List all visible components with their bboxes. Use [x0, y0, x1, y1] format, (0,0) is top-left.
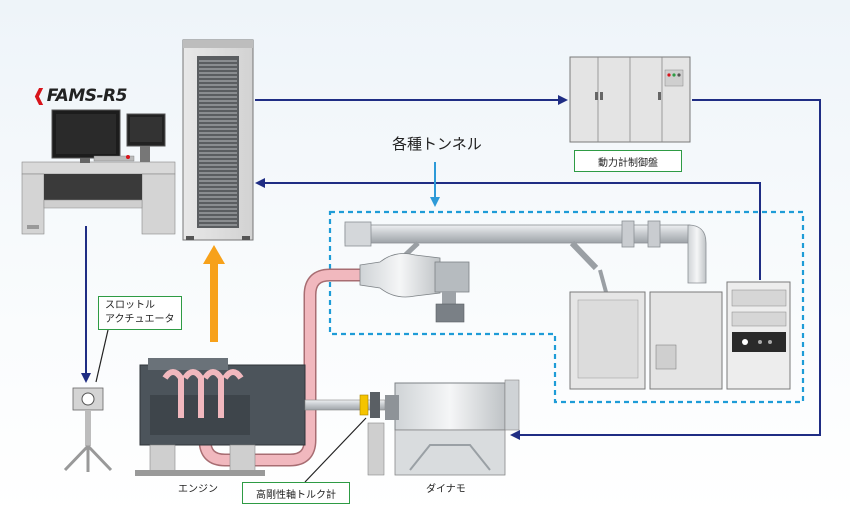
rack-slat [199, 156, 237, 158]
exhaust-tunnel-pipes [344, 220, 707, 293]
rack-slat [199, 196, 237, 198]
rack-slat [199, 212, 237, 214]
rack-slat [199, 112, 237, 114]
rack-slat [199, 148, 237, 150]
rack-slat [199, 64, 237, 66]
rack-slat [199, 128, 237, 130]
rack-slat [199, 224, 237, 226]
rack-slat [199, 216, 237, 218]
rack-slat [199, 164, 237, 166]
rack-slat [199, 120, 237, 122]
engine [135, 358, 306, 476]
dynamo-label: ダイナモ [426, 484, 466, 495]
rack-slat [199, 92, 237, 94]
rack-slat [199, 76, 237, 78]
signal-lines [81, 95, 821, 440]
rack-slat [199, 168, 237, 170]
fams-logo-mark: ❰ [32, 86, 46, 106]
tunnels-label: 各種トンネル [392, 135, 482, 153]
analyzer-to-rack-line [255, 178, 761, 280]
rack-slat [199, 220, 237, 222]
rack-slat [199, 160, 237, 162]
throttle-actuator [63, 387, 113, 472]
fams-logo: ❰FAMS-R5 [32, 86, 127, 106]
arrow-up-icon [203, 245, 225, 342]
rack-slat [199, 152, 237, 154]
rack-slat [199, 176, 237, 178]
rack-slat [199, 200, 237, 202]
throttle-actuator-label-line-2: アクチュエータ [105, 314, 175, 325]
tunnel-dashed-region [328, 210, 805, 404]
throttle-actuator-label: スロットル アクチュエータ [98, 296, 182, 330]
rack-slat [199, 100, 237, 102]
driveshaft [304, 392, 386, 476]
rack-slat [199, 116, 237, 118]
fams-logo-text: FAMS-R5 [46, 86, 128, 106]
rack-slat [199, 184, 237, 186]
power-meter-control-panel-label: 動力計制御盤 [574, 150, 682, 172]
analyzer-cabinets [569, 281, 791, 390]
rack-slat [199, 132, 237, 134]
rack-slat [199, 172, 237, 174]
rack-slat [199, 124, 237, 126]
rack-slat [199, 188, 237, 190]
rack-slat [199, 108, 237, 110]
engine-label: エンジン [178, 484, 218, 495]
rack-slat [199, 204, 237, 206]
rack-slat [199, 84, 237, 86]
rack-slat [199, 104, 237, 106]
dynamo [385, 379, 520, 476]
control-rack [182, 39, 254, 241]
catalytic-converter [359, 253, 470, 323]
rack-slat [199, 180, 237, 182]
panel-to-dynamo-line [510, 99, 821, 440]
rack-slat [199, 208, 237, 210]
rack-slat [199, 96, 237, 98]
rack-slat [199, 72, 237, 74]
rack-slat [199, 68, 237, 70]
torque-meter-label: 高剛性軸トルク計 [242, 482, 350, 504]
rack-slat [199, 140, 237, 142]
throttle-actuator-label-line-1: スロットル [105, 300, 155, 311]
rack-slat [199, 80, 237, 82]
rack-slat [199, 144, 237, 146]
actuator-callout-leader [95, 329, 109, 383]
fams-workstation [21, 109, 176, 235]
rack-slat [199, 60, 237, 62]
torque-callout-leader [304, 417, 367, 483]
rack-slat [199, 192, 237, 194]
rack-slat [199, 136, 237, 138]
dynamometer-control-cabinet [569, 56, 691, 143]
rack-slat [199, 88, 237, 90]
